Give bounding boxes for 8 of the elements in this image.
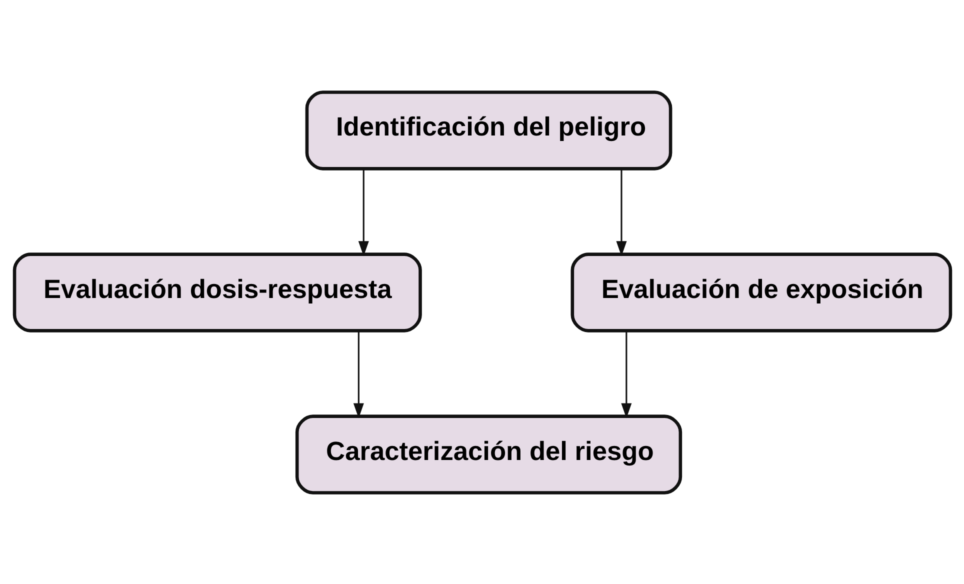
node-box: Identificación del peligro [304,90,672,170]
arrow [352,330,364,418]
node-box: Caracterización del riesgo [294,414,682,494]
arrow [620,330,632,418]
node-box: Evaluación de exposición [570,252,952,332]
arrow [616,168,626,256]
arrow [358,168,368,256]
node-box: Evaluación dosis-respuesta [12,252,422,332]
